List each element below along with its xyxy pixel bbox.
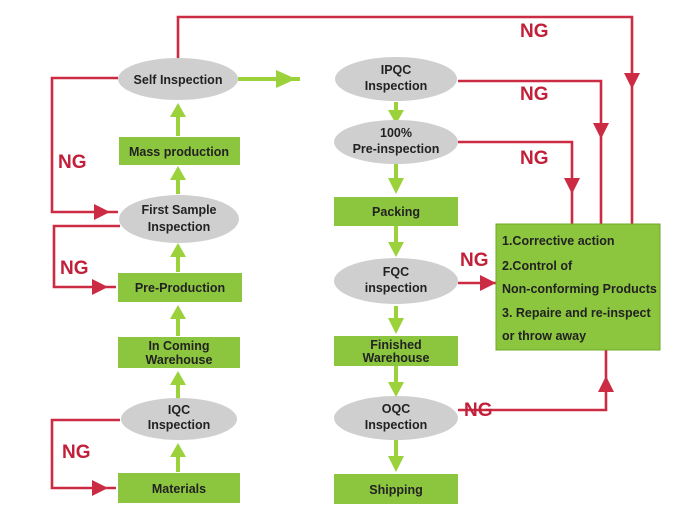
first-sample-inspection-node: First Sample Inspection xyxy=(119,195,239,243)
ipqc-inspection-node: IPQC Inspection xyxy=(335,57,457,101)
finished-label-line1: Finished xyxy=(370,338,421,352)
materials-label: Materials xyxy=(152,482,206,496)
ng-label-oqc: NG xyxy=(464,400,493,421)
pre-production-label: Pre-Production xyxy=(135,281,225,295)
self-inspection-node: Self Inspection xyxy=(118,58,238,100)
action-line-2: 2.Control of xyxy=(502,259,573,273)
action-line-4: 3. Repaire and re-inspect xyxy=(502,306,652,320)
ng-label-fqc: NG xyxy=(460,250,489,271)
oqc-inspection-node: OQC Inspection xyxy=(334,396,458,440)
action-line-3: Non-conforming Products xyxy=(502,282,657,296)
oqc-label-line2: Inspection xyxy=(365,418,428,432)
pre-inspection-label-line1: 100% xyxy=(380,126,412,140)
iqc-label-line2: Inspection xyxy=(148,418,211,432)
first-sample-label-line2: Inspection xyxy=(148,220,211,234)
finished-label-line2: Warehouse xyxy=(363,351,430,365)
ng-label-pre-production: NG xyxy=(60,258,89,279)
incoming-warehouse-node: In Coming Warehouse xyxy=(118,337,240,368)
ng-label-pre-inspection: NG xyxy=(520,148,549,169)
action-line-5: or throw away xyxy=(502,329,586,343)
iqc-label-line1: IQC xyxy=(168,403,190,417)
shipping-node: Shipping xyxy=(334,474,458,504)
iqc-inspection-node: IQC Inspection xyxy=(121,398,237,440)
fqc-label-line2: inspection xyxy=(365,281,428,295)
ng-loop-lines xyxy=(50,15,640,496)
pre-inspection-label-line2: Pre-inspection xyxy=(353,142,440,156)
action-line-1: 1.Corrective action xyxy=(502,234,615,248)
pre-production-node: Pre-Production xyxy=(118,273,242,302)
ng-labels: NG NG NG NG NG NG NG NG xyxy=(58,21,549,463)
ipqc-label-line1: IPQC xyxy=(381,63,412,77)
fqc-inspection-node: FQC inspection xyxy=(334,258,458,304)
ng-label-top: NG xyxy=(520,21,549,42)
incoming-label-line2: Warehouse xyxy=(146,353,213,367)
pre-inspection-node: 100% Pre-inspection xyxy=(334,120,458,164)
shipping-label: Shipping xyxy=(369,483,422,497)
fqc-label-line1: FQC xyxy=(383,265,409,279)
mass-production-node: Mass production xyxy=(119,137,240,165)
oqc-label-line1: OQC xyxy=(382,402,410,416)
mass-production-label: Mass production xyxy=(129,145,229,159)
materials-node: Materials xyxy=(118,473,240,503)
ng-label-iqc: NG xyxy=(62,442,91,463)
first-sample-label-line1: First Sample xyxy=(141,203,216,217)
ng-label-first-sample: NG xyxy=(58,152,87,173)
self-inspection-label: Self Inspection xyxy=(134,73,223,87)
incoming-label-line1: In Coming xyxy=(148,339,209,353)
ipqc-label-line2: Inspection xyxy=(365,79,428,93)
finished-warehouse-node: Finished Warehouse xyxy=(334,336,458,366)
flow-arrows xyxy=(170,70,404,472)
packing-node: Packing xyxy=(334,197,458,226)
ng-label-ipqc: NG xyxy=(520,84,549,105)
packing-label: Packing xyxy=(372,205,420,219)
corrective-action-box: 1.Corrective action 2.Control of Non-con… xyxy=(495,223,661,351)
